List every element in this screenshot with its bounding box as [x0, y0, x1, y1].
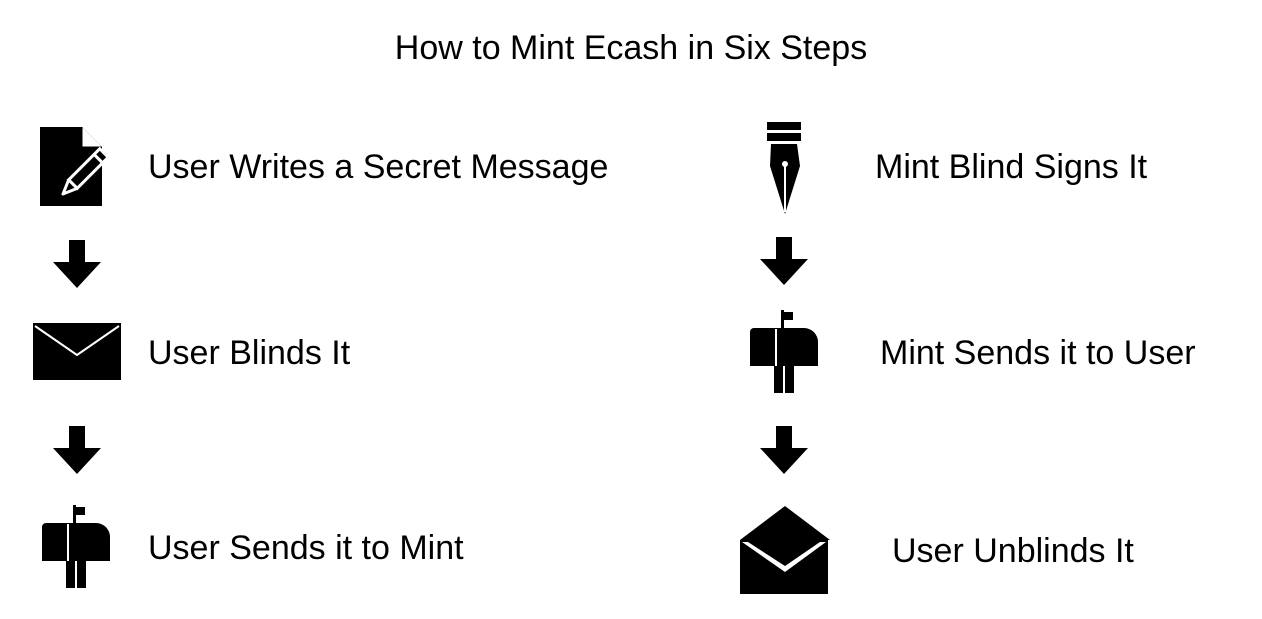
step-label-sends-to-mint: User Sends it to Mint	[148, 529, 464, 567]
step-label-mint-blind-signs: Mint Blind Signs It	[875, 148, 1148, 186]
arrow-down-icon	[760, 237, 808, 285]
document-pencil-icon	[40, 127, 115, 207]
mailbox-icon	[42, 505, 112, 589]
step-label-blinds: User Blinds It	[148, 334, 351, 372]
arrow-down-icon	[760, 426, 808, 474]
open-envelope-icon	[740, 506, 830, 596]
mailbox-icon	[750, 310, 820, 394]
diagram-title: How to Mint Ecash in Six Steps	[394, 29, 868, 67]
arrow-down-icon	[53, 426, 101, 474]
closed-envelope-icon	[33, 323, 121, 381]
fountain-pen-nib-icon	[764, 122, 806, 214]
step-label-writes-secret-message: User Writes a Secret Message	[148, 148, 609, 186]
arrow-down-icon	[53, 240, 101, 288]
step-label-unblinds: User Unblinds It	[892, 532, 1134, 570]
step-label-mint-sends-to-user: Mint Sends it to User	[880, 334, 1196, 372]
